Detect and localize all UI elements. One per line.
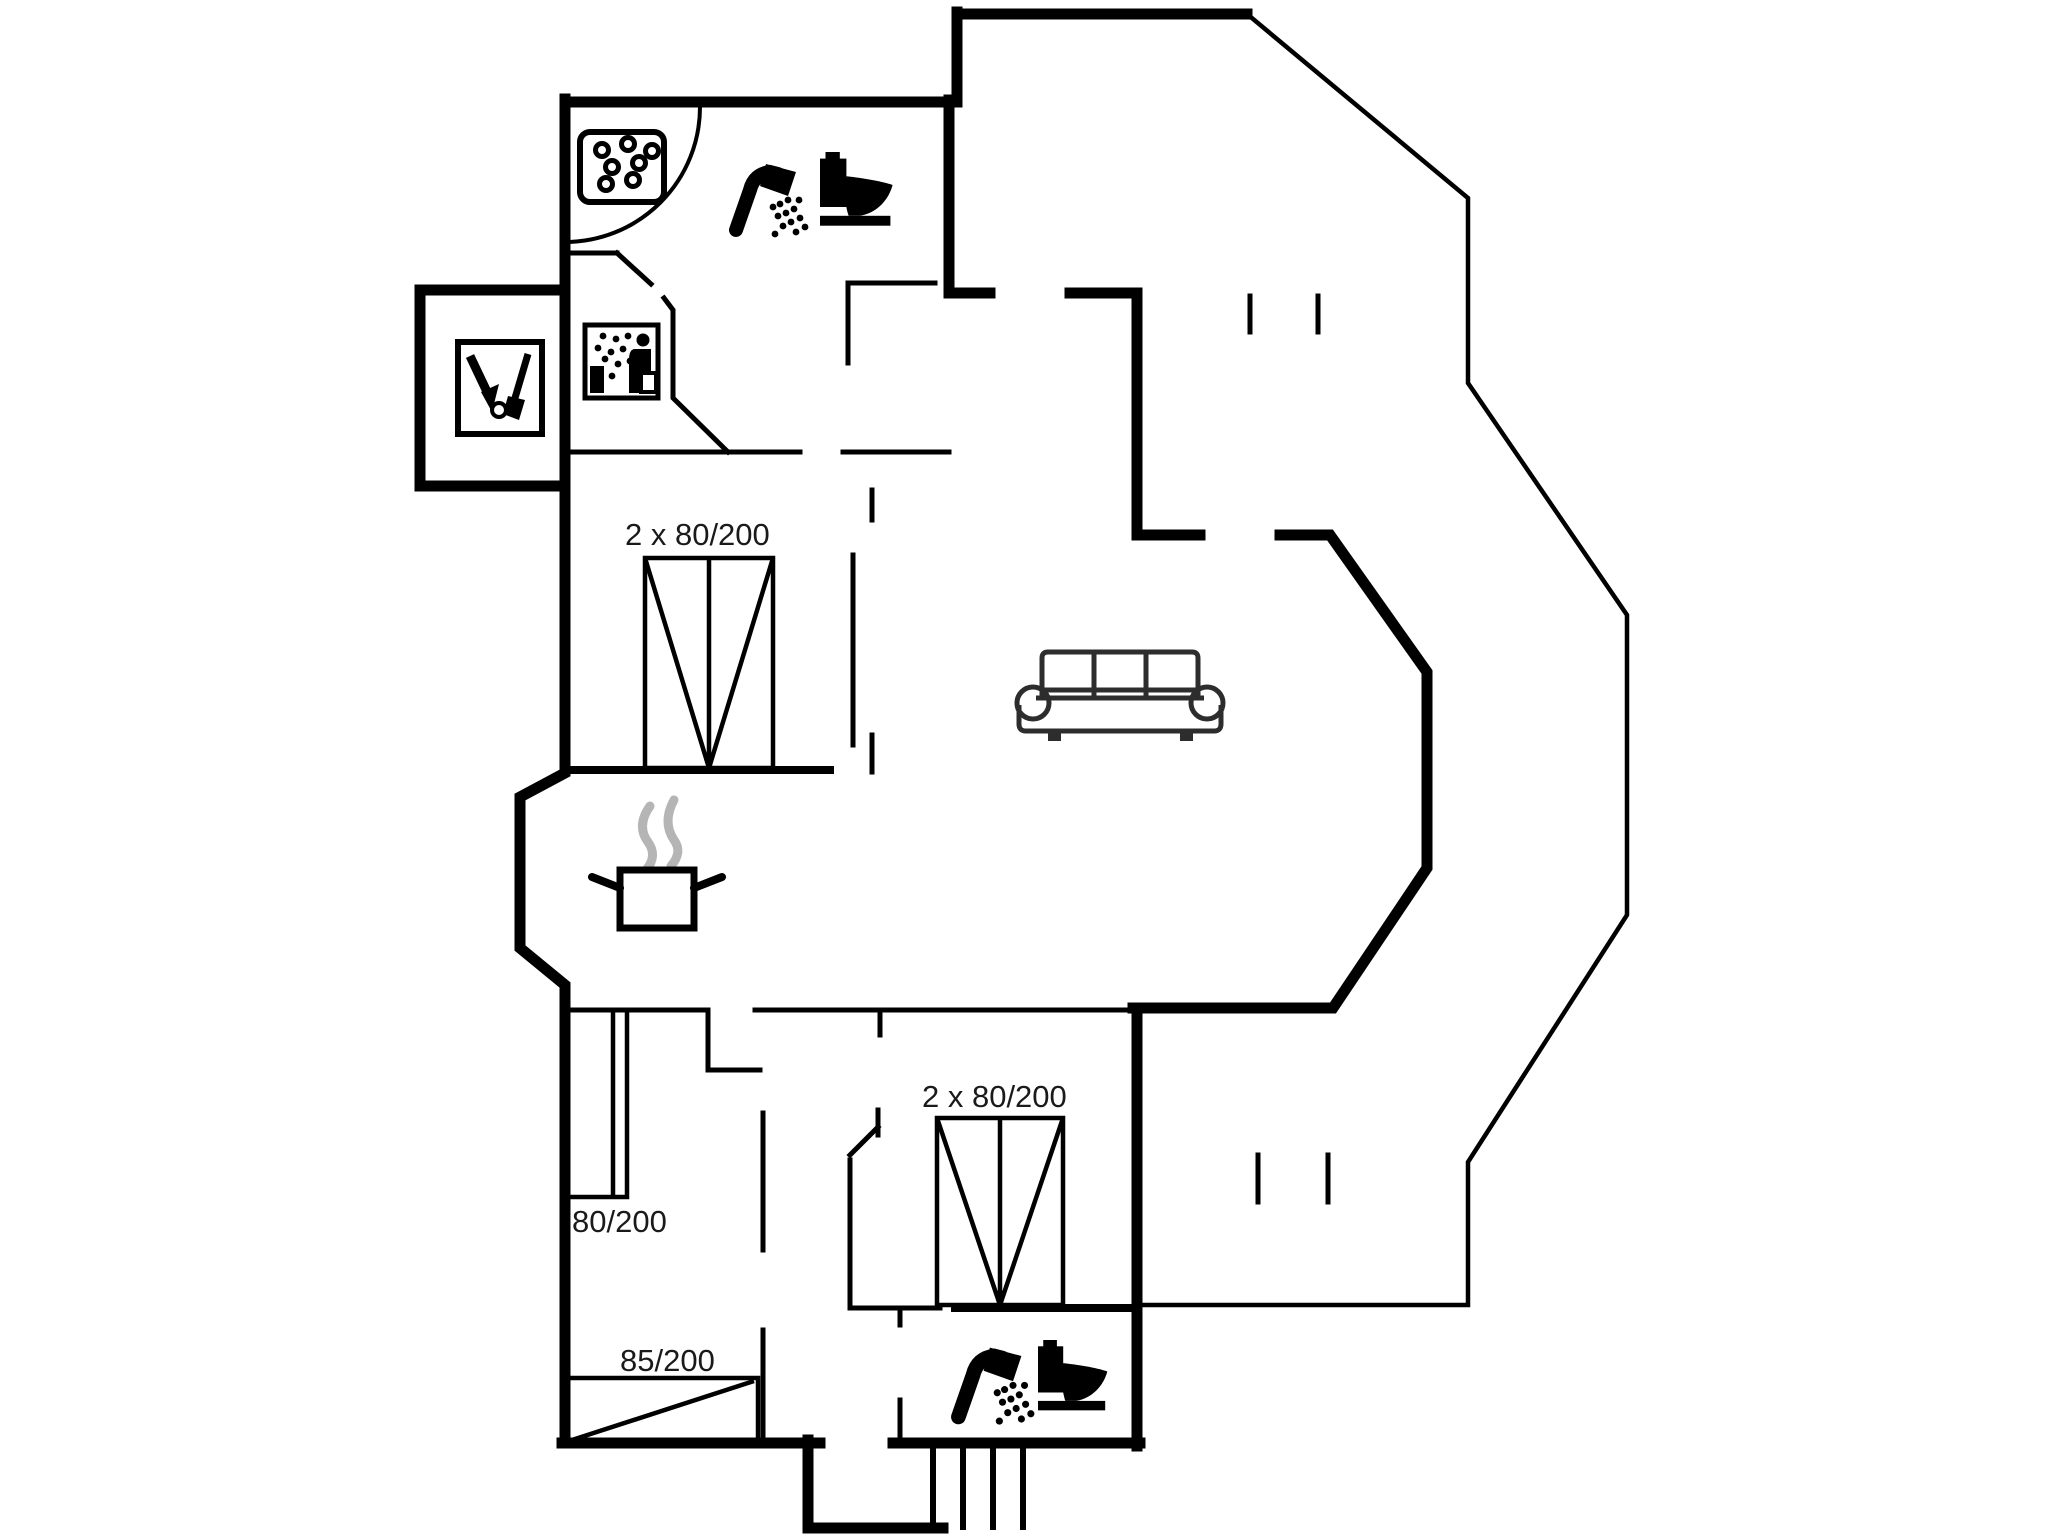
shower-icon: [736, 164, 808, 237]
entrance-stairs: [930, 1446, 1026, 1530]
sofa-icon: [1014, 649, 1226, 741]
bed-single-bottom: [565, 1375, 761, 1446]
bed-label-single-bottom: 85/200: [620, 1343, 715, 1378]
bed-label-double-top: 2 x 80/200: [625, 517, 770, 552]
toilet-icon-2: [1038, 1340, 1108, 1411]
toilet-icon: [820, 152, 893, 226]
sauna-icon: [582, 322, 661, 401]
shower-icon-2: [958, 1348, 1034, 1425]
bed-label-double-bottom: 2 x 80/200: [922, 1079, 1067, 1114]
entrance-vestibule-walls: [802, 1434, 949, 1534]
window-tick-marks: [1247, 293, 1331, 1205]
terrace-outline: [1137, 10, 1630, 1308]
annex-walls: [414, 284, 571, 492]
bed-double-top: [642, 555, 776, 771]
cooking-pot-icon: [588, 795, 726, 932]
steam-icon: [638, 795, 683, 875]
door-leaf-bedroom: [846, 1123, 882, 1159]
door-leaf-sauna: [613, 249, 655, 288]
whirlpool-icon: [577, 129, 667, 205]
bed-single-left: [565, 1007, 630, 1200]
cleaning-equipment-icon: [455, 339, 545, 437]
bed-double-bottom: [934, 1115, 1066, 1308]
bed-label-single-left: 80/200: [572, 1204, 667, 1239]
interior-walls: [561, 249, 1141, 1446]
